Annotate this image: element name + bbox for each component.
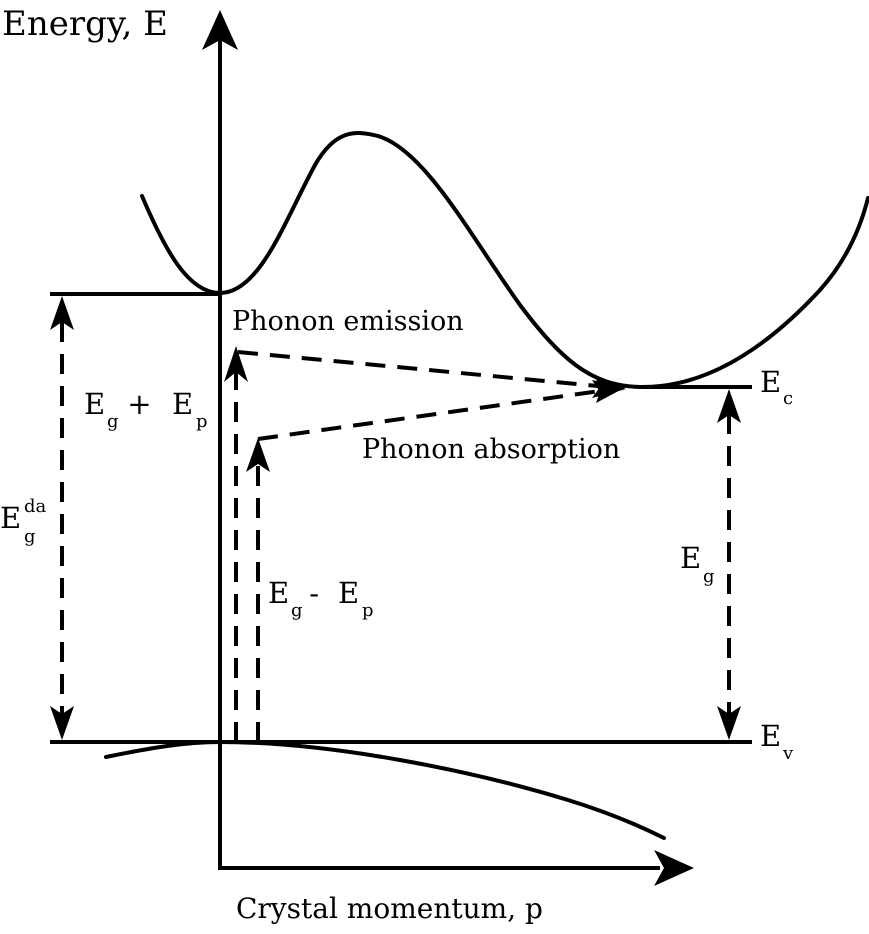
- eg-minus-ep-label: E g - E p: [268, 576, 374, 621]
- energy-axis-label: Energy, E: [2, 4, 168, 44]
- svg-text:da: da: [24, 496, 47, 517]
- svg-text:g: g: [107, 411, 119, 432]
- eg-plus-ep-label: E g + E p: [84, 387, 208, 432]
- svg-text:E: E: [0, 501, 21, 535]
- svg-text:E: E: [338, 576, 359, 610]
- svg-text:v: v: [782, 743, 794, 764]
- energy-axis-arrowhead: [202, 10, 238, 50]
- eg-plus-ep-arrowhead: [224, 346, 248, 382]
- eg-arrowhead-up: [717, 389, 741, 423]
- conduction-band-curve: [140, 131, 869, 390]
- svg-text:E: E: [760, 365, 781, 399]
- valence-band-curve: [104, 739, 666, 840]
- phonon-emission-arrow-line: [237, 350, 599, 388]
- svg-text:+: +: [118, 387, 161, 421]
- svg-text:c: c: [783, 388, 793, 409]
- svg-text:-: -: [300, 576, 328, 610]
- svg-text:E: E: [680, 541, 701, 575]
- ec-label: E c: [760, 365, 793, 409]
- eg-da-label: E g da: [0, 496, 47, 547]
- phonon-absorption-arrowhead: [592, 380, 626, 403]
- momentum-axis-label: Crystal momentum, p: [236, 892, 543, 925]
- phonon-absorption-label: Phonon absorption: [362, 434, 620, 465]
- svg-text:E: E: [84, 387, 105, 421]
- momentum-axis-arrowhead: [654, 850, 694, 886]
- svg-text:E: E: [760, 719, 781, 753]
- svg-text:p: p: [362, 600, 374, 621]
- eg-label: E g: [680, 541, 715, 587]
- eg-arrowhead-down: [717, 706, 741, 740]
- svg-text:g: g: [24, 526, 36, 547]
- svg-text:E: E: [268, 576, 289, 610]
- svg-text:g: g: [703, 566, 715, 587]
- phonon-emission-label: Phonon emission: [232, 306, 464, 337]
- svg-text:g: g: [291, 600, 303, 621]
- direct-gap-arrowhead-down: [50, 706, 74, 740]
- eg-minus-ep-arrowhead: [246, 438, 270, 472]
- svg-text:p: p: [196, 411, 208, 432]
- ev-label: E v: [760, 719, 794, 764]
- svg-text:E: E: [172, 387, 193, 421]
- phonon-absorption-arrow-line: [257, 389, 601, 441]
- direct-gap-arrowhead-up: [50, 296, 74, 330]
